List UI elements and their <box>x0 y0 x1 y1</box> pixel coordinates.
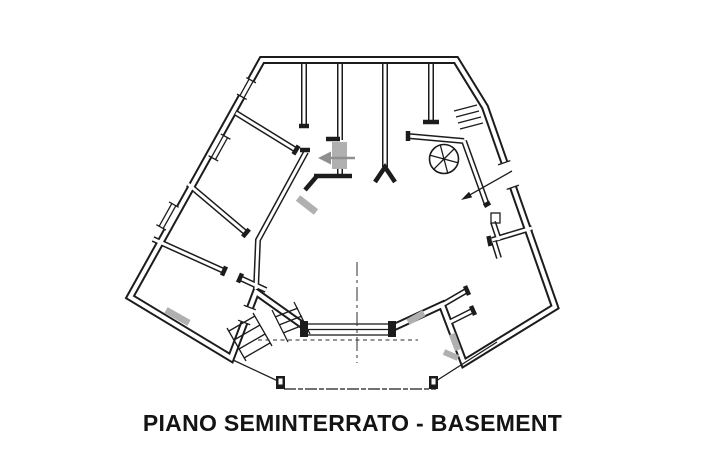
door-jambs <box>219 119 501 316</box>
spiral-staircase-icon <box>428 143 460 175</box>
window-west-2 <box>208 133 231 162</box>
terrace-post-right <box>429 376 438 389</box>
window-west-3 <box>156 201 179 231</box>
direction-arrow-icon <box>318 151 355 165</box>
window-west-1 <box>236 76 257 101</box>
bay-window-band <box>300 321 396 339</box>
plan-caption: PIANO SEMINTERRATO - BASEMENT <box>142 410 563 436</box>
stairs-top-right <box>453 104 484 130</box>
interior-walls <box>151 64 533 325</box>
entrance-arrow-icon <box>461 170 513 200</box>
gray-opening-corridor <box>332 142 347 169</box>
terrace-outline <box>232 341 498 390</box>
jamb-post <box>490 212 501 224</box>
gray-window-marks <box>164 142 462 361</box>
entrance-door-opening <box>497 159 520 191</box>
terrace-post-left <box>276 376 285 389</box>
center-lines <box>258 262 418 363</box>
stair-door-opening <box>237 304 257 326</box>
